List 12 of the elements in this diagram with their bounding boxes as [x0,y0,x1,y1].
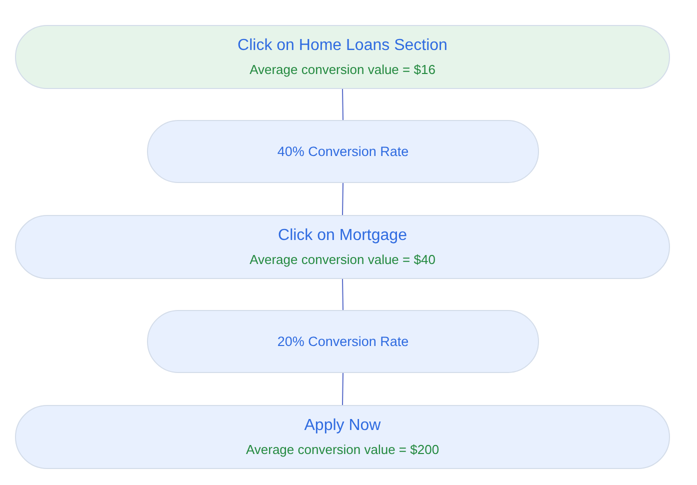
conversion-value-text: Average conversion value = $16 [250,62,436,78]
step-title: Apply Now [304,416,381,436]
step-title: Click on Mortgage [278,226,407,246]
connector-line [342,182,344,216]
conversion-rate-text: 20% Conversion Rate [277,333,409,350]
conversion-value-text: Average conversion value = $40 [250,252,436,268]
connector-line [342,88,344,120]
step-title: Click on Home Loans Section [238,36,448,56]
conversion-rate-text: 40% Conversion Rate [277,143,409,160]
connector-line [342,278,344,310]
connector-line [342,372,344,406]
conversion-value-text: Average conversion value = $200 [246,442,440,458]
